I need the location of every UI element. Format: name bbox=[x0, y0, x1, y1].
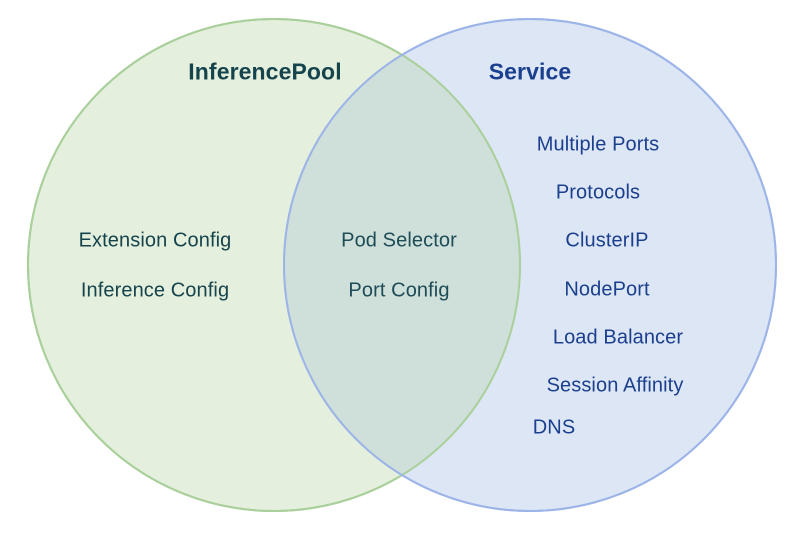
intersection-fill bbox=[284, 19, 520, 511]
right-set-item: Protocols bbox=[555, 181, 641, 204]
left-set-title: InferencePool bbox=[188, 58, 342, 85]
intersection-item: Pod Selector bbox=[341, 229, 457, 252]
right-set-item: Load Balancer bbox=[552, 326, 684, 349]
right-set-item: NodePort bbox=[564, 278, 650, 301]
intersection-item: Port Config bbox=[348, 279, 450, 302]
right-set-item: Session Affinity bbox=[546, 374, 684, 397]
left-set-item: Inference Config bbox=[80, 279, 230, 302]
right-set-title: Service bbox=[488, 58, 572, 85]
right-set-item: Multiple Ports bbox=[536, 133, 660, 156]
right-set-item: DNS bbox=[532, 416, 576, 439]
left-set-item: Extension Config bbox=[78, 229, 232, 252]
left-set-outline bbox=[27, 18, 521, 512]
intersection-region[interactable] bbox=[284, 19, 776, 511]
right-set-item: ClusterIP bbox=[565, 229, 649, 252]
right-set-outline bbox=[283, 18, 777, 512]
